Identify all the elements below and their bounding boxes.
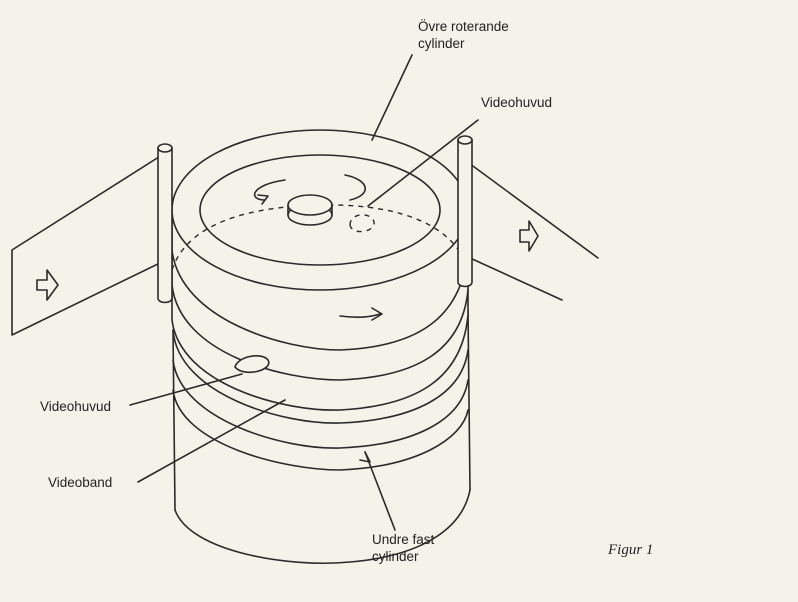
- tape-guides: [157, 135, 473, 304]
- arrow-right-right-icon: [519, 220, 539, 252]
- label-lower-cylinder-line1: Undre fast: [372, 532, 435, 547]
- label-upper-cylinder-line1: Övre roterande: [418, 19, 509, 34]
- rotation-arrow-side-icon: [339, 313, 381, 319]
- tape-right: [461, 157, 599, 301]
- label-video-tape: Videoband: [48, 475, 113, 490]
- tape-left: [11, 154, 163, 336]
- label-lower-cylinder-line2: cylinder: [372, 549, 419, 564]
- upper-cylinder: [171, 129, 469, 411]
- label-video-head-top: Videohuvud: [481, 95, 553, 110]
- figure-caption: Figur 1: [608, 542, 654, 558]
- leader-lines: [129, 54, 479, 531]
- video-head-lower: [234, 355, 270, 374]
- arrow-right-left-icon: [36, 269, 59, 301]
- label-upper-cylinder-line2: cylinder: [418, 36, 465, 51]
- lower-cylinder: [172, 309, 471, 565]
- rotation-arrow-top-icon: [254, 179, 286, 201]
- label-upper-cylinder: Övre roterande cylinder: [418, 18, 509, 52]
- label-lower-cylinder: Undre fast cylinder: [372, 531, 434, 565]
- label-video-head-left: Videohuvud: [40, 399, 112, 414]
